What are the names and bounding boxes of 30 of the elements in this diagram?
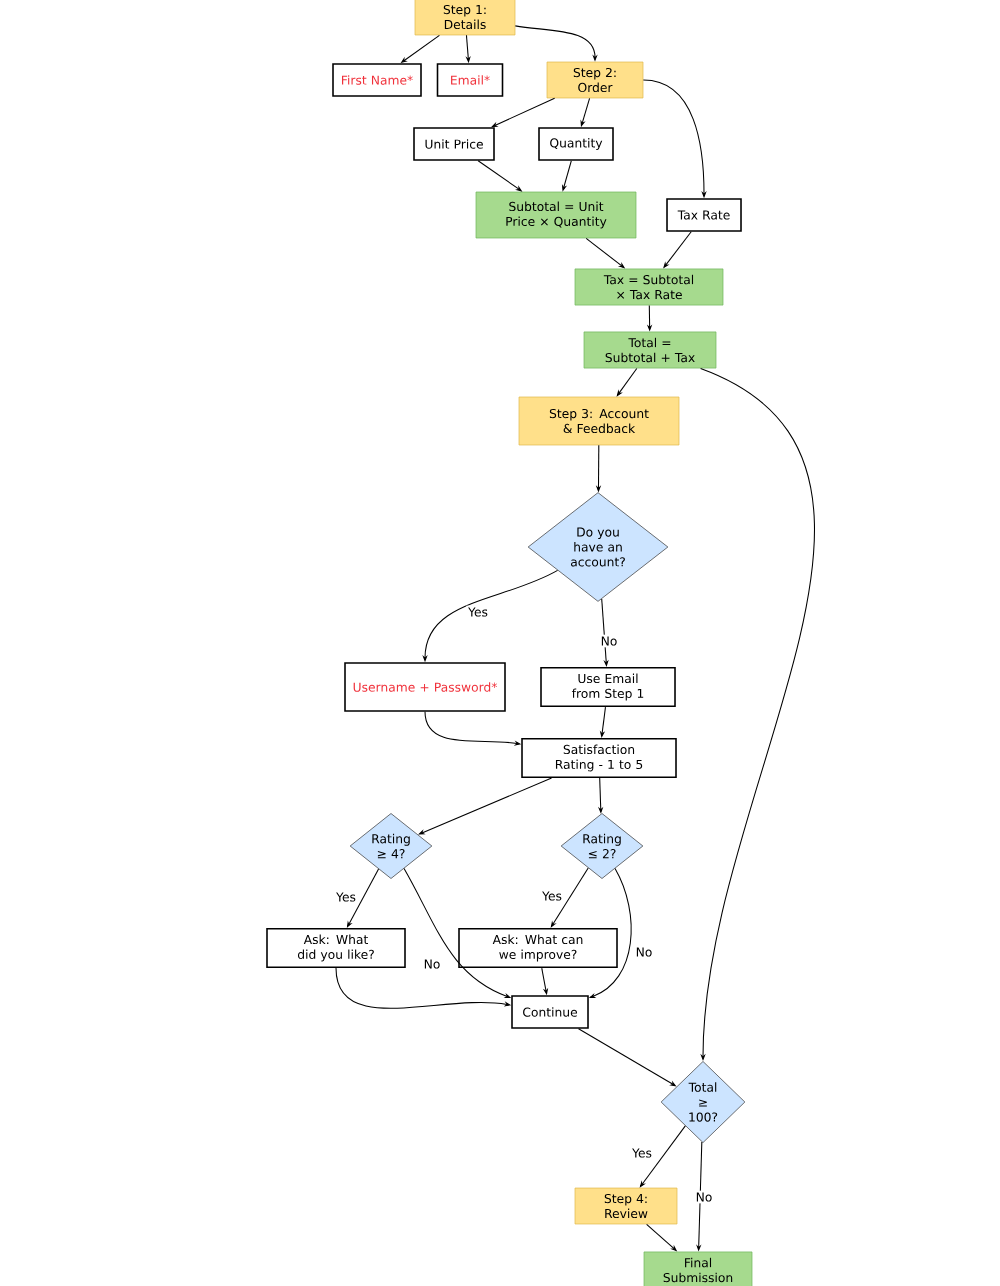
edge-label: No [421,957,443,971]
edge-label: Yes [466,605,490,619]
edge-label: No [598,634,620,648]
edge-label: No [693,1190,715,1204]
arrow [491,97,556,128]
process-box: Unit Price [413,127,495,161]
field-box: First Name* [332,63,422,97]
formula-box: Total = Subtotal + Tax [583,331,717,369]
edge-label: No [633,945,655,959]
edge-label: Yes [540,889,564,903]
step-box: Step 2: Order [546,61,644,99]
arrow [418,777,553,835]
formula-box: Final Submission [643,1251,753,1286]
step-box: Step 1: Details [414,0,516,36]
process-box: Ask: What did you like? [266,927,406,969]
edge-label: Yes [334,890,358,904]
field-box: Username + Password* [344,662,506,712]
process-box: Quantity [538,127,614,161]
step-box: Step 4: Review [574,1187,678,1225]
field-box: Email* [436,63,504,97]
process-box: Tax Rate [666,198,742,232]
formula-box: Subtotal = Unit Price × Quantity [475,191,637,239]
edge-label: Yes [630,1146,654,1160]
formula-box: Tax = Subtotal × Tax Rate [574,268,724,306]
process-box: Satisfaction Rating - 1 to 5 [521,737,677,779]
process-box: Continue [511,995,589,1029]
step-box: Step 3: Account & Feedback [518,396,680,446]
process-box: Ask: What can we improve? [458,927,618,969]
process-box: Use Email from Step 1 [540,666,676,708]
arrow [550,867,589,928]
